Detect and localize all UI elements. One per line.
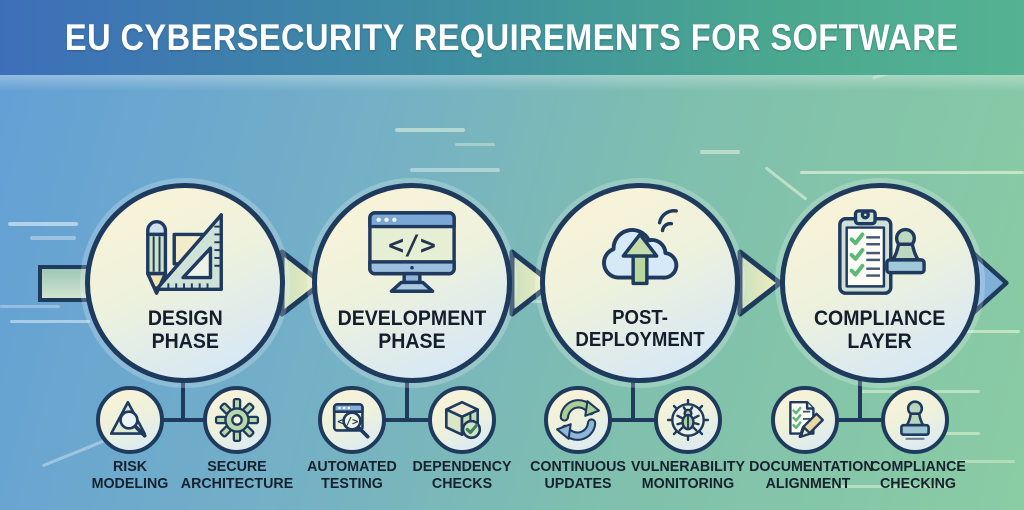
connector-vertical (631, 376, 635, 422)
code-monitor-icon: </> (358, 204, 466, 306)
refresh-arrows-icon (556, 399, 600, 441)
bug-scan-icon (666, 398, 710, 442)
document-pencil-icon (789, 401, 824, 438)
connector-horizontal (578, 418, 688, 422)
code-glyph: </> (388, 230, 436, 261)
circuit-trace (930, 330, 1020, 333)
circuit-trace (0, 305, 60, 308)
sub-node-vulnerability-monitoring (654, 386, 722, 454)
circuit-trace (30, 236, 76, 240)
sub-node-automated-testing: < /> (318, 386, 386, 454)
connector-horizontal (130, 418, 237, 422)
circuit-trace (800, 171, 1024, 174)
circuit-trace (8, 222, 78, 226)
code-magnifier-icon: < /> (332, 403, 370, 439)
title-banner: EU CYBERSECURITY REQUIREMENTS FOR SOFTWA… (0, 0, 1024, 75)
phase-label: DESIGN PHASE (147, 307, 223, 353)
phase-label: POST-DEPLOYMENT (575, 307, 705, 351)
flow-arrow-icon (737, 249, 783, 317)
circuit-trace (395, 128, 465, 132)
banner-glow (0, 75, 1024, 91)
svg-text:/>: /> (346, 416, 359, 428)
page-title: EU CYBERSECURITY REQUIREMENTS FOR SOFTWA… (65, 16, 959, 58)
sub-node-compliance-checking (881, 386, 949, 454)
gear-icon (214, 397, 260, 443)
sub-node-documentation-alignment (771, 386, 839, 454)
svg-text:<: < (337, 416, 343, 428)
flow-arrow-icon (509, 249, 555, 317)
phase-label: DEVELOPMENT PHASE (337, 307, 487, 353)
flow-entry-stub (38, 265, 92, 302)
circuit-trace (410, 168, 500, 172)
phase-node-compliance: COMPLIANCE LAYER (780, 183, 980, 383)
circuit-trace (830, 485, 950, 488)
connector-vertical (405, 376, 409, 422)
pencil-set-square-icon (131, 204, 239, 306)
circuit-trace (10, 320, 90, 323)
phase-label: COMPLIANCE LAYER (814, 307, 946, 353)
sub-node-risk-modeling (96, 386, 164, 454)
sub-node-dependency-checks (428, 386, 496, 454)
connector-horizontal (352, 418, 462, 422)
circuit-trace (455, 143, 495, 146)
connector-vertical (858, 374, 862, 422)
sub-node-secure-architecture (203, 386, 271, 454)
clipboard-stamp-icon (826, 204, 934, 306)
connector-vertical (181, 376, 185, 422)
risk-magnifier-icon (109, 400, 147, 438)
phase-node-post-deployment: POST-DEPLOYMENT (540, 183, 740, 383)
phase-node-development: </> DEVELOPMENT PHASE (312, 183, 512, 383)
connector-horizontal (805, 418, 915, 422)
circuit-trace (700, 150, 740, 154)
circuit-trace (955, 460, 1015, 463)
package-check-icon (445, 400, 482, 440)
circuit-trace (505, 300, 575, 303)
stamp-icon (900, 400, 930, 440)
phase-node-design: DESIGN PHASE (85, 183, 285, 383)
sub-node-continuous-updates (544, 386, 612, 454)
cloud-upload-icon (586, 204, 694, 306)
